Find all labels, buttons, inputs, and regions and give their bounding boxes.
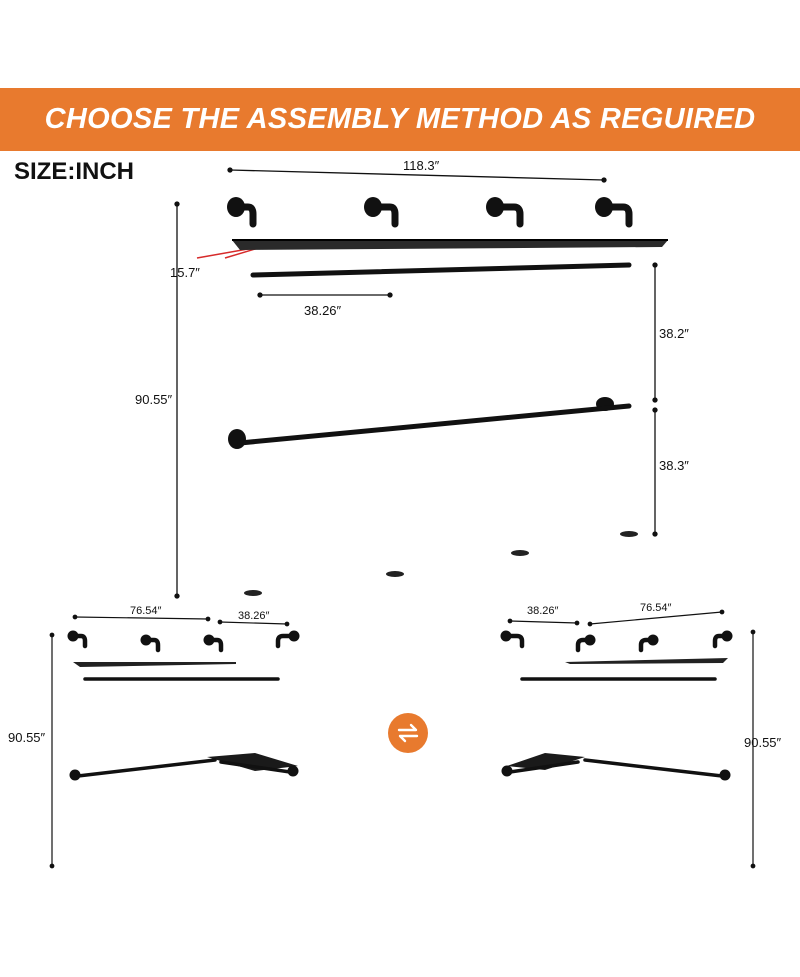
title-banner: CHOOSE THE ASSEMBLY METHOD AS REGUIRED (0, 88, 800, 151)
right-dimension-lines (507, 609, 756, 869)
right-lower-shelf (507, 753, 585, 770)
main-upper-gap-label: 38.2″ (659, 326, 689, 341)
left-elbows (71, 633, 296, 653)
main-width-label: 118.3″ (403, 158, 440, 173)
left-width-short-label: 38.26″ (238, 610, 270, 622)
main-height-label: 90.55″ (135, 392, 173, 407)
right-elbows (504, 633, 729, 653)
main-section-label: 38.26″ (304, 303, 342, 318)
right-height-label: 90.55″ (744, 735, 782, 750)
right-flanges (500, 630, 733, 781)
banner-title: CHOOSE THE ASSEMBLY METHOD AS REGUIRED (44, 103, 756, 135)
main-dimension-lines (174, 167, 658, 599)
main-wall-elbows (234, 203, 633, 228)
main-lower-gap-label: 38.3″ (659, 458, 689, 473)
size-unit-label: SIZE:INCH (14, 158, 134, 185)
left-flanges (67, 630, 300, 781)
left-dimension-lines (49, 614, 290, 869)
main-floor-flanges (244, 531, 638, 596)
main-hanging-rails (237, 262, 632, 446)
right-width-short-label: 38.26″ (527, 605, 559, 617)
left-lower-shelf (207, 753, 298, 771)
right-width-long-label: 76.54″ (640, 602, 672, 614)
main-rack-diagram (174, 167, 668, 599)
left-width-long-label: 76.54″ (130, 605, 162, 617)
left-rack-diagram (49, 614, 300, 869)
left-rails (76, 677, 292, 778)
right-rack-diagram (500, 609, 756, 869)
main-uprights (249, 216, 633, 596)
right-rails (508, 677, 724, 778)
swap-arrows-icon (388, 713, 428, 753)
left-height-label: 90.55″ (8, 730, 46, 745)
main-top-shelf (232, 240, 668, 250)
main-depth-label: 15.7″ (170, 265, 200, 280)
